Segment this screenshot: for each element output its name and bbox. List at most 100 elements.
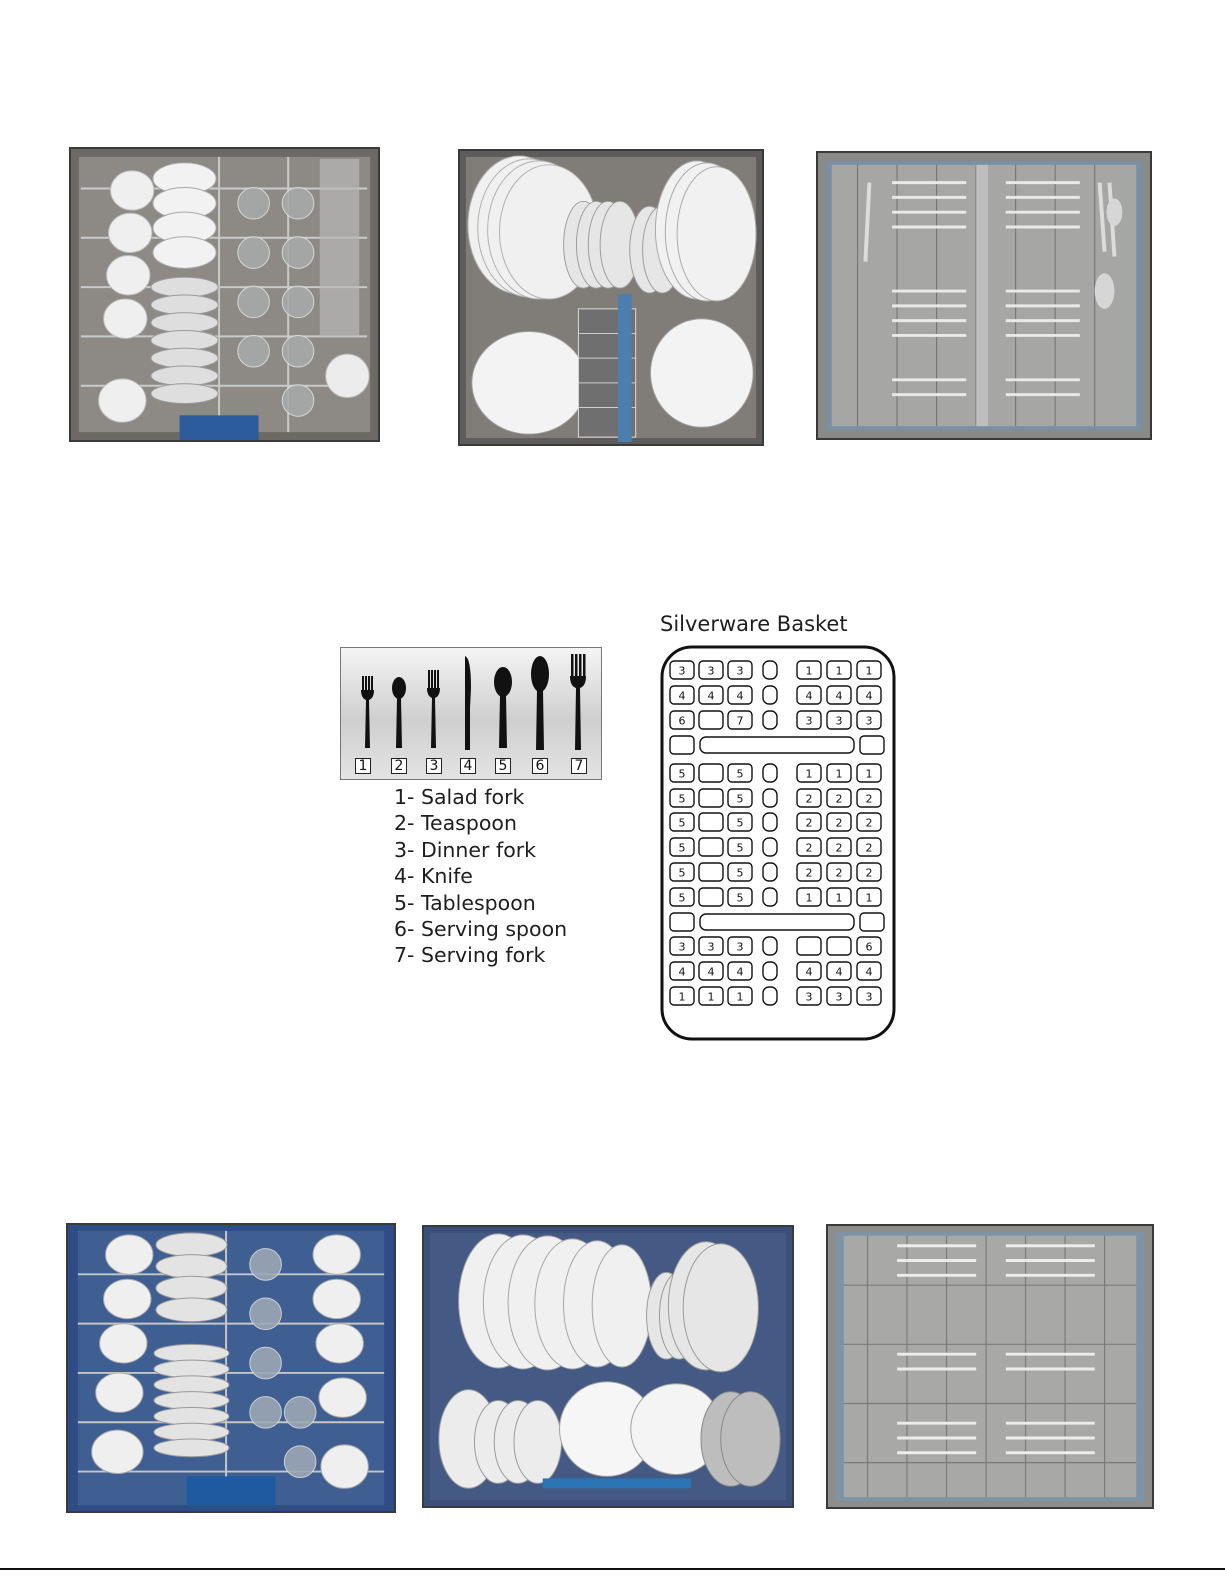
basket-slot-label: 3 — [866, 715, 873, 728]
lower-rack-plates-bowls-photo-icon — [424, 1227, 792, 1506]
page-bottom-rule — [0, 1568, 1225, 1570]
basket-slot-label: 4 — [806, 690, 813, 703]
basket-narrow-slot — [763, 987, 777, 1005]
basket-slot-label: 2 — [806, 842, 813, 855]
basket-slot-label: 4 — [836, 966, 843, 979]
basket-slot-label: 5 — [679, 867, 686, 880]
basket-slot-label: 1 — [679, 991, 686, 1004]
cutlery-tray-photo-icon — [828, 1226, 1152, 1507]
basket-slot-label: 1 — [836, 892, 843, 905]
basket-slot-label: 3 — [679, 941, 686, 954]
basket-slot — [699, 813, 723, 831]
basket-slot — [699, 888, 723, 906]
basket-slot-label: 3 — [806, 991, 813, 1004]
dinner-fork-icon — [427, 670, 440, 748]
basket-slot-label: 2 — [836, 793, 843, 806]
basket-slot-label: 6 — [679, 715, 686, 728]
legend-number: 1 — [355, 758, 371, 774]
basket-slot-label: 3 — [866, 991, 873, 1004]
basket-slot-label: 2 — [836, 867, 843, 880]
basket-slot-label: 5 — [737, 892, 744, 905]
basket-slot-label: 5 — [737, 867, 744, 880]
basket-slot-label: 5 — [737, 842, 744, 855]
knife-icon — [465, 656, 471, 750]
basket-slot — [699, 711, 723, 729]
basket-slot-label: 2 — [806, 817, 813, 830]
basket-narrow-slot — [763, 711, 777, 729]
basket-narrow-slot — [763, 937, 777, 955]
legend-item-serving-fork: 7- Serving fork — [394, 942, 567, 968]
lower-rack-photo-top — [458, 149, 764, 446]
basket-narrow-slot — [763, 686, 777, 704]
basket-slot-label: 3 — [708, 941, 715, 954]
basket-slot — [699, 789, 723, 807]
upper-rack-photo-bottom — [66, 1223, 396, 1513]
serving-fork-icon — [570, 654, 586, 750]
basket-slot-label: 2 — [836, 842, 843, 855]
tablespoon-icon — [494, 667, 512, 748]
basket-narrow-slot — [763, 838, 777, 856]
legend-number: 6 — [532, 758, 548, 774]
cutlery-tray-photo-top — [816, 151, 1152, 440]
upper-rack-cups-glasses-photo-icon — [68, 1225, 394, 1511]
basket-slot-label: 1 — [737, 991, 744, 1004]
basket-slot-label: 1 — [708, 991, 715, 1004]
basket-slot-label: 4 — [679, 690, 686, 703]
basket-slot — [670, 736, 694, 754]
legend-number: 5 — [495, 758, 511, 774]
basket-slot — [797, 937, 821, 955]
basket-slot-label: 3 — [836, 991, 843, 1004]
basket-slot-label: 5 — [679, 793, 686, 806]
legend-item-serving-spoon: 6- Serving spoon — [394, 916, 567, 942]
basket-slot-label: 3 — [836, 715, 843, 728]
legend-item-teaspoon: 2- Teaspoon — [394, 810, 567, 836]
basket-slot-label: 1 — [836, 768, 843, 781]
basket-slot-label: 4 — [737, 966, 744, 979]
basket-slot-label: 2 — [866, 817, 873, 830]
legend-item-salad-fork: 1- Salad fork — [394, 784, 567, 810]
basket-slot-label: 2 — [806, 793, 813, 806]
basket-slot-label: 1 — [806, 892, 813, 905]
upper-rack-photo-top — [69, 147, 380, 442]
basket-slot-label: 1 — [866, 892, 873, 905]
basket-narrow-slot — [763, 962, 777, 980]
cutlery-legend-list: 1- Salad fork 2- Teaspoon 3- Dinner fork… — [394, 784, 567, 969]
basket-slot-label: 4 — [708, 690, 715, 703]
basket-narrow-slot — [763, 661, 777, 679]
basket-slot-label: 5 — [679, 892, 686, 905]
legend-item-tablespoon: 5- Tablespoon — [394, 890, 567, 916]
basket-slot-label: 1 — [866, 665, 873, 678]
basket-slot — [699, 764, 723, 782]
legend-number: 7 — [571, 758, 587, 774]
basket-slot-label: 2 — [866, 793, 873, 806]
basket-slot-label: 3 — [737, 665, 744, 678]
basket-slot — [860, 913, 884, 931]
legend-item-dinner-fork: 3- Dinner fork — [394, 837, 567, 863]
upper-rack-cups-glasses-photo-icon — [71, 149, 378, 440]
legend-item-knife: 4- Knife — [394, 863, 567, 889]
basket-slot-label: 4 — [708, 966, 715, 979]
basket-slot-label: 5 — [737, 817, 744, 830]
cutlery-legend-panel: 1 2 3 4 5 6 7 — [340, 647, 602, 780]
basket-slot-label: 5 — [679, 768, 686, 781]
basket-slot — [860, 736, 884, 754]
teaspoon-icon — [392, 677, 406, 748]
basket-divider-bar — [700, 737, 854, 753]
basket-narrow-slot — [763, 764, 777, 782]
basket-slot-label: 5 — [737, 768, 744, 781]
basket-slot-label: 7 — [737, 715, 744, 728]
lower-rack-plates-bowls-photo-icon — [460, 151, 762, 444]
serving-spoon-icon — [531, 656, 549, 750]
basket-slot-label: 1 — [836, 665, 843, 678]
basket-slot-label: 3 — [737, 941, 744, 954]
basket-narrow-slot — [763, 789, 777, 807]
lower-rack-photo-bottom — [422, 1225, 794, 1508]
basket-slot — [670, 913, 694, 931]
basket-title: Silverware Basket — [660, 612, 910, 636]
cutlery-tray-photo-bottom — [826, 1224, 1154, 1509]
basket-slot — [699, 863, 723, 881]
basket-slot-label: 3 — [806, 715, 813, 728]
basket-slot-label: 6 — [866, 941, 873, 954]
basket-slot-label: 2 — [866, 867, 873, 880]
basket-slot-label: 1 — [866, 768, 873, 781]
